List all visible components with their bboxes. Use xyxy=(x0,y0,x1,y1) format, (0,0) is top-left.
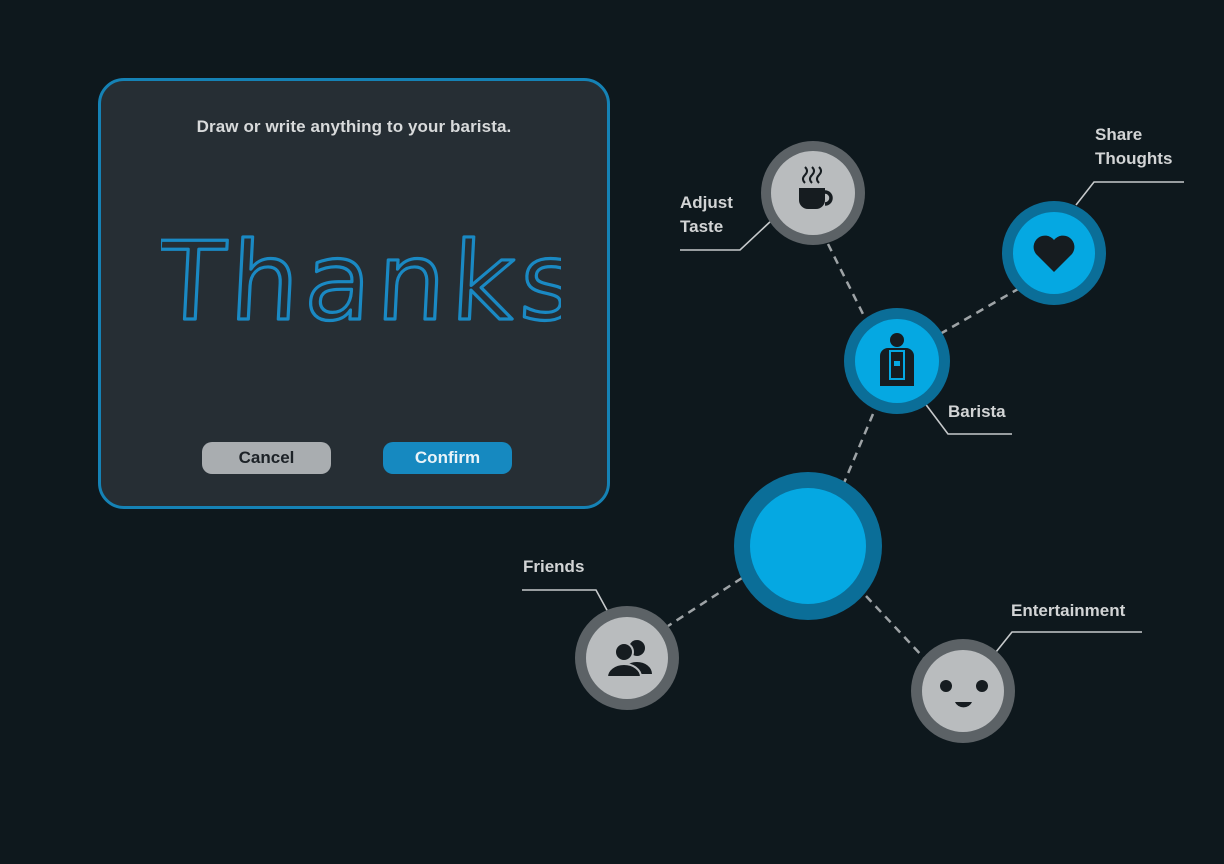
connector-center-friends xyxy=(667,576,743,628)
dialog-prompt: Draw or write anything to your barista. xyxy=(196,117,512,136)
leader-adjust-taste xyxy=(680,219,773,251)
leader-share-thoughts xyxy=(1075,181,1184,206)
node-friends[interactable] xyxy=(575,606,679,710)
coffee-cup-icon xyxy=(799,166,833,209)
node-adjust-taste[interactable] xyxy=(761,141,865,245)
cancel-button[interactable]: Cancel xyxy=(202,442,331,474)
leader-friends xyxy=(522,589,609,613)
draw-dialog: Draw or write anything to your barista. … xyxy=(98,78,637,509)
handwriting-text: Thanks! xyxy=(161,220,561,345)
drawing-canvas[interactable]: Thanks! xyxy=(153,201,637,351)
barista-icon xyxy=(880,333,914,386)
handwriting-drawing: Thanks! xyxy=(153,218,637,346)
label-entertainment: Entertainment xyxy=(1011,601,1126,620)
node-share-thoughts[interactable] xyxy=(1002,201,1106,305)
label-share-thoughts: Share Thoughts xyxy=(1095,125,1173,168)
connector-center-entertainment xyxy=(865,595,925,659)
leader-entertainment xyxy=(995,631,1142,653)
heart-icon xyxy=(1033,235,1075,272)
node-entertainment[interactable] xyxy=(911,639,1015,743)
connector-barista-thoughts xyxy=(939,287,1019,336)
label-friends: Friends xyxy=(523,557,585,576)
node-barista[interactable] xyxy=(844,308,950,414)
leader-barista xyxy=(923,401,1012,435)
connector-barista-center xyxy=(842,413,875,484)
smiley-face-icon xyxy=(940,680,988,708)
people-icon xyxy=(605,640,652,678)
connector-taste-barista xyxy=(826,243,868,321)
label-barista: Barista xyxy=(948,402,1006,421)
node-center[interactable] xyxy=(734,472,882,620)
label-adjust-taste: Adjust Taste xyxy=(680,193,733,236)
confirm-button[interactable]: Confirm xyxy=(383,442,512,474)
